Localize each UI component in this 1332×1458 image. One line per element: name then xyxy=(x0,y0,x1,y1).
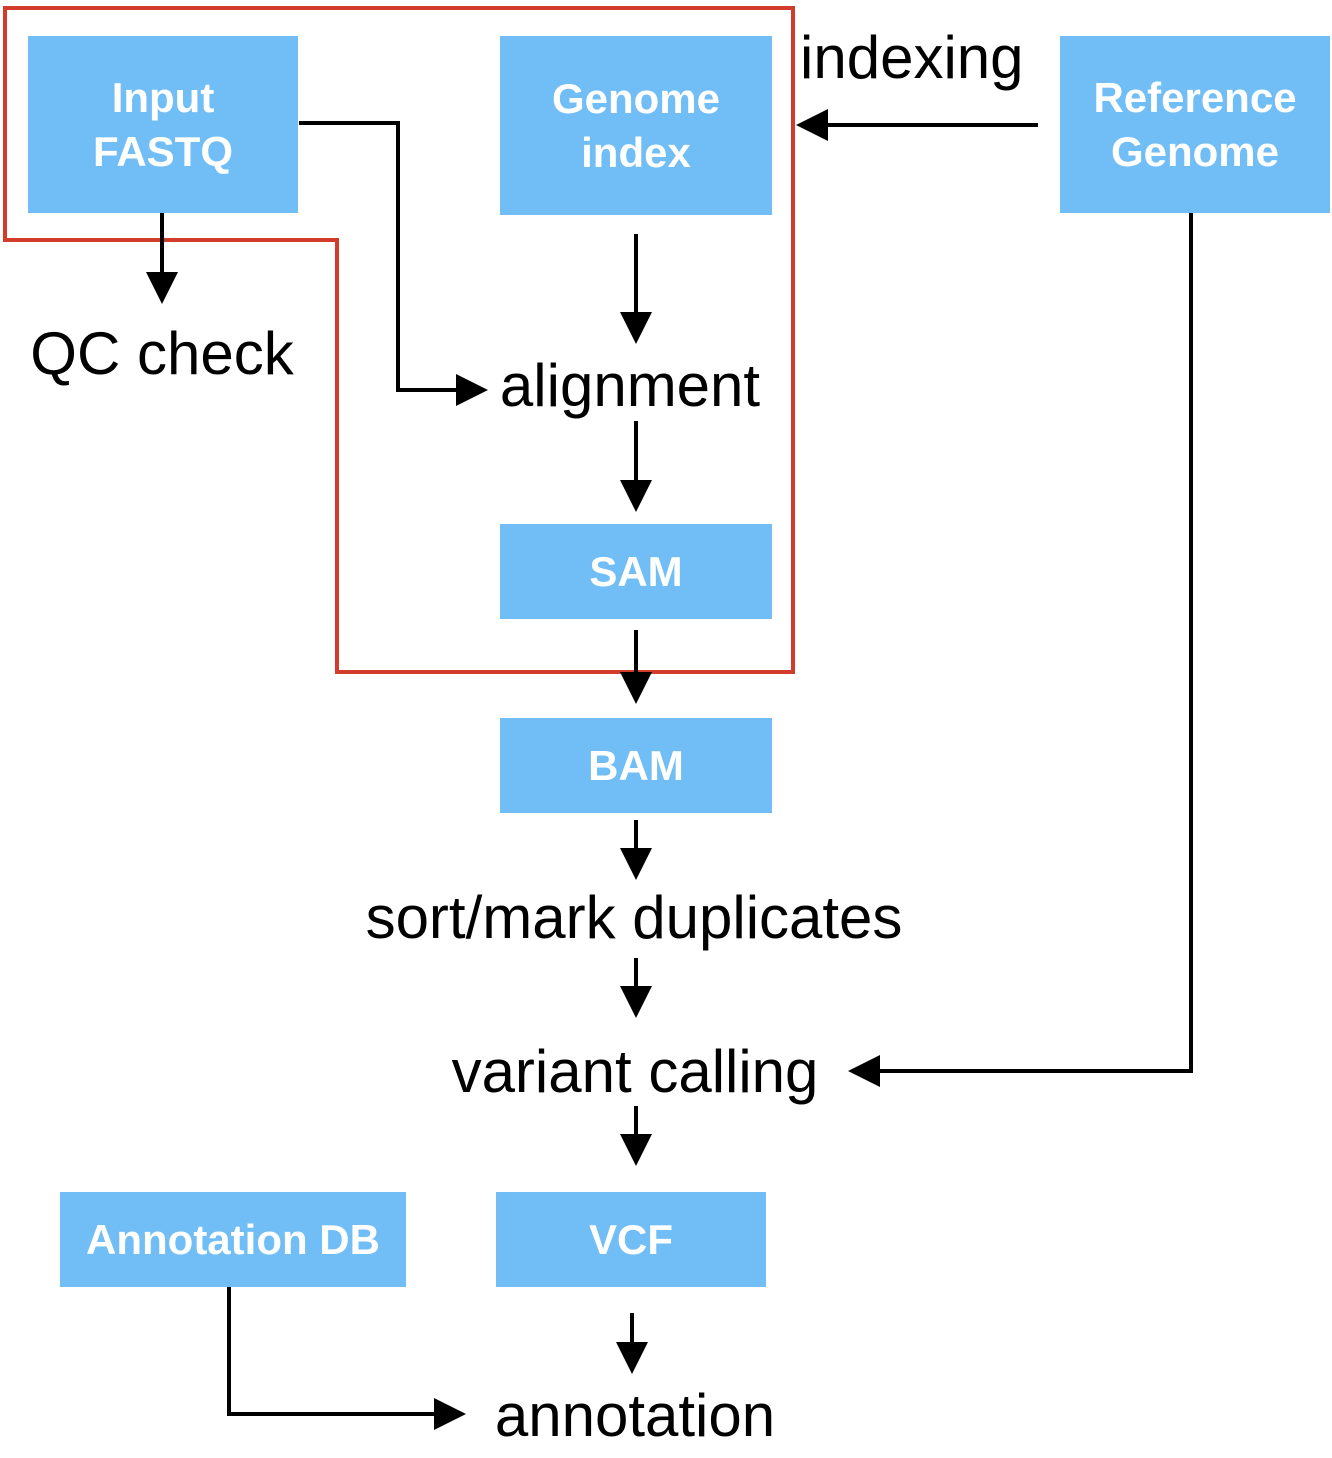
input-fastq-label-line2: FASTQ xyxy=(92,127,233,175)
genome-index-node: Genome index xyxy=(500,36,772,215)
annotation-db-node: Annotation DB xyxy=(60,1192,406,1287)
reference-genome-node: Reference Genome xyxy=(1060,36,1330,213)
highlight-region-outline xyxy=(3,6,795,674)
bam-label: BAM xyxy=(588,741,684,789)
alignment-label: alignment xyxy=(499,352,761,419)
annotation-label: annotation xyxy=(494,1382,776,1449)
indexing-label: indexing xyxy=(800,24,1024,91)
arrow-fastq-to-alignment xyxy=(299,121,488,406)
qc-check-label: QC check xyxy=(30,320,294,387)
input-fastq-label-line1: Input xyxy=(111,73,215,121)
vcf-label: VCF xyxy=(589,1215,673,1263)
input-fastq-node: Input FASTQ xyxy=(28,36,298,213)
arrow-reference-to-variant-calling xyxy=(848,213,1193,1087)
genome-index-label-line2: index xyxy=(581,128,691,176)
genome-index-label-line1: Genome xyxy=(551,74,721,122)
reference-genome-label-line2: Genome xyxy=(1110,127,1280,175)
sam-node: SAM xyxy=(500,524,772,619)
annotation-db-label: Annotation DB xyxy=(86,1215,380,1263)
bam-node: BAM xyxy=(500,718,772,813)
sam-label: SAM xyxy=(589,547,683,595)
sort-mark-duplicates-label: sort/mark duplicates xyxy=(365,884,903,951)
arrow-annotation-db-to-annotation xyxy=(227,1287,466,1430)
variant-calling-label: variant calling xyxy=(451,1038,819,1105)
vcf-node: VCF xyxy=(496,1192,766,1287)
reference-genome-label-line1: Reference xyxy=(1093,73,1297,121)
